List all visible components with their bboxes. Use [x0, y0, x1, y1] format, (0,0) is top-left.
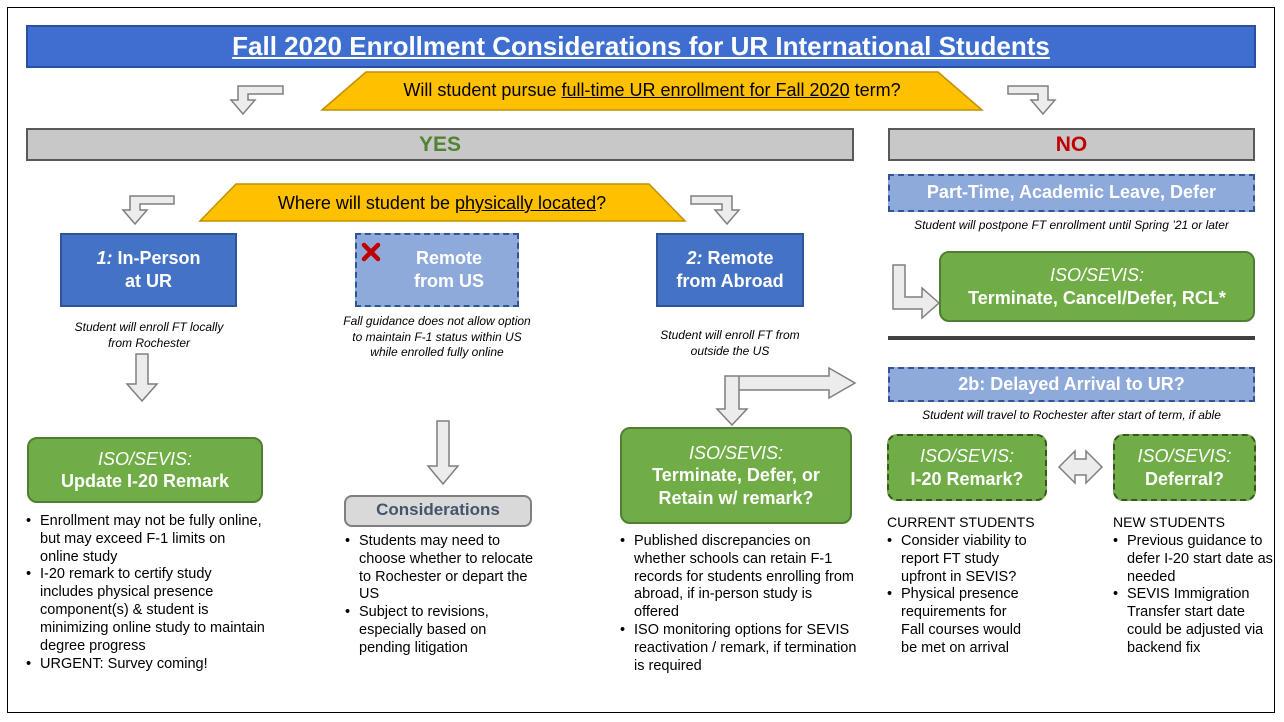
question2-ribbon: [198, 183, 687, 222]
iso-no-main: Terminate, Cancel/Defer, RCL*: [968, 287, 1226, 308]
in-person-bullets: Enrollment may not be fully online, but …: [26, 513, 266, 673]
yes-bar: YES: [26, 128, 854, 161]
list-item: ISO monitoring options for SEVIS reactiv…: [620, 622, 860, 675]
double-arrow-icon: [1057, 449, 1104, 485]
in-person-box: 1: In-Person at UR: [60, 233, 237, 307]
iso-terminate-sub: ISO/SEVIS:: [688, 442, 784, 463]
remote-us-line1: Remote: [415, 247, 482, 268]
iso-terminate-main1: Terminate, Defer, or: [652, 465, 820, 486]
iso-update-main: Update I-20 Remark: [60, 471, 230, 491]
iso-no-sub: ISO/SEVIS:: [1049, 265, 1145, 285]
x-mark-icon: [361, 242, 381, 262]
list-item: Physical presence requirements for Fall …: [887, 586, 1027, 657]
remote-us-line2: from US: [413, 271, 484, 291]
question1-prefix: Will student pursue: [403, 80, 562, 100]
yes-label: YES: [418, 133, 462, 156]
current-students-header: CURRENT STUDENTS: [887, 514, 1035, 530]
question1-underlined: full-time UR enrollment for Fall 2020: [561, 80, 850, 100]
considerations-bullets: Students may need to choose whether to r…: [345, 533, 535, 658]
part-time-note: Student will postpone FT enrollment unti…: [914, 218, 1229, 232]
iso-deferral-sub: ISO/SEVIS:: [1137, 446, 1232, 466]
in-person-line1: In-Person: [117, 247, 201, 268]
delayed-arrival-note: Student will travel to Rochester after s…: [922, 408, 1221, 422]
in-person-note: Student will enroll FT locally from Roch…: [74, 320, 224, 350]
remote-abroad-box: 2: Remote from Abroad: [656, 233, 804, 307]
hollow-arrow-icon: [426, 420, 460, 486]
question1-text: Will student pursue full-time UR enrollm…: [340, 80, 964, 101]
hollow-arrow-icon: [125, 353, 159, 403]
hollow-arrow-icon: [892, 264, 941, 320]
question1-suffix: term?: [849, 80, 901, 100]
iso-terminate-main2: Retain w/ remark?: [658, 487, 814, 508]
iso-terminate-box: ISO/SEVIS: Terminate, Defer, or Retain w…: [620, 427, 852, 524]
divider-line: [888, 336, 1255, 340]
list-item: Enrollment may not be fully online, but …: [26, 513, 266, 566]
list-item: I-20 remark to certify study includes ph…: [26, 566, 266, 655]
iso-deferral-main: Deferral?: [1144, 468, 1225, 489]
list-item: Published discrepancies on whether schoo…: [620, 533, 860, 622]
hollow-arrow-icon: [715, 366, 857, 427]
iso-deferral-box: ISO/SEVIS: Deferral?: [1113, 434, 1256, 501]
remote-abroad-number: 2:: [686, 247, 703, 268]
current-students-bullets: Consider viability to report FT study up…: [887, 533, 1027, 658]
list-item: URGENT: Survey coming!: [26, 656, 266, 674]
list-item: Subject to revisions, especially based o…: [345, 604, 535, 657]
remote-abroad-note: Student will enroll FT from outside the …: [660, 328, 800, 358]
iso-i20-sub: ISO/SEVIS:: [919, 446, 1015, 466]
no-bar: NO: [888, 128, 1255, 161]
abroad-bullets: Published discrepancies on whether schoo…: [620, 533, 860, 676]
no-label: NO: [1055, 133, 1088, 156]
delayed-arrival-box: 2b: Delayed Arrival to UR?: [888, 367, 1255, 402]
remote-us-box: Remote from US: [355, 233, 519, 307]
iso-i20-box: ISO/SEVIS: I-20 Remark?: [887, 434, 1047, 501]
new-students-bullets: Previous guidance to defer I-20 start da…: [1113, 533, 1273, 658]
in-person-line2: at UR: [124, 271, 172, 291]
iso-no-box: ISO/SEVIS: Terminate, Cancel/Defer, RCL*: [939, 251, 1255, 322]
question2-text: Where will student be physically located…: [214, 193, 670, 214]
part-time-box: Part-Time, Academic Leave, Defer: [888, 174, 1255, 212]
question2-underlined: physically located: [455, 193, 597, 213]
page-title: Fall 2020 Enrollment Considerations for …: [26, 25, 1256, 68]
list-item: Consider viability to report FT study up…: [887, 533, 1027, 586]
question1-ribbon: [319, 71, 985, 111]
iso-update-box: ISO/SEVIS: Update I-20 Remark: [27, 437, 263, 503]
hollow-arrow-icon: [229, 85, 284, 116]
iso-i20-main: I-20 Remark?: [910, 468, 1024, 489]
remote-abroad-line2: from Abroad: [676, 271, 784, 291]
list-item: SEVIS Immigration Transfer start date co…: [1113, 586, 1273, 657]
hollow-arrow-icon: [121, 195, 175, 226]
slide-frame: [7, 7, 1275, 713]
hollow-arrow-icon: [1007, 85, 1057, 116]
in-person-number: 1:: [96, 247, 113, 268]
list-item: Students may need to choose whether to r…: [345, 533, 535, 604]
list-item: Previous guidance to defer I-20 start da…: [1113, 533, 1273, 586]
new-students-header: NEW STUDENTS: [1113, 514, 1225, 530]
iso-update-sub: ISO/SEVIS:: [97, 448, 193, 469]
remote-us-note: Fall guidance does not allow option to m…: [343, 314, 531, 360]
hollow-arrow-icon: [690, 195, 741, 226]
question2-prefix: Where will student be: [277, 193, 455, 213]
considerations-box: Considerations: [344, 495, 532, 527]
question2-suffix: ?: [596, 193, 607, 213]
remote-abroad-line1: Remote: [707, 247, 774, 268]
